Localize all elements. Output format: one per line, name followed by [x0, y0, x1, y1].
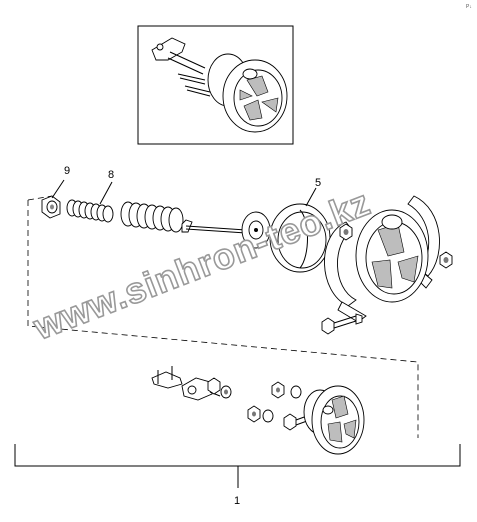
callout-label-8: 8 — [108, 169, 114, 181]
part-9-nut — [41, 195, 61, 219]
part-5-diaphragm — [269, 203, 331, 273]
clevis-pin — [151, 366, 183, 389]
inset-assembled-view — [137, 25, 294, 145]
clevis-yoke — [181, 377, 221, 401]
chamber-lower-body — [303, 385, 365, 455]
washer-lower-left — [220, 385, 232, 399]
part-8-large-spring — [120, 201, 184, 233]
inset-studs — [177, 73, 211, 97]
clamp-nut-left — [339, 223, 353, 241]
clevis-locknut — [207, 377, 221, 395]
mounting-washer-lower — [262, 409, 274, 423]
part-5-callout: 5 — [305, 177, 321, 207]
mounting-nut-upper — [271, 381, 285, 399]
callout-label-5: 5 — [315, 177, 321, 189]
mounting-washer-upper — [290, 385, 302, 399]
mounting-nut-lower — [247, 405, 261, 423]
assembly-bracket — [14, 444, 461, 488]
callout-label-9: 9 — [64, 165, 70, 177]
push-rod — [181, 219, 247, 234]
exploded-envelope — [27, 195, 419, 438]
part-8-small-spring — [66, 199, 114, 223]
callout-label-1: 1 — [234, 495, 240, 507]
chamber-housing — [355, 209, 429, 303]
part-9-callout: 9 — [51, 165, 70, 199]
inset-brake-chamber — [207, 53, 288, 133]
corner-mark: P↓ — [466, 4, 472, 10]
clamp-bolt — [321, 313, 363, 335]
inset-clevis — [151, 37, 206, 75]
clamp-nut-right — [439, 251, 453, 269]
diaphragm-plate — [241, 211, 271, 249]
part-8-callout: 8 — [99, 169, 114, 205]
